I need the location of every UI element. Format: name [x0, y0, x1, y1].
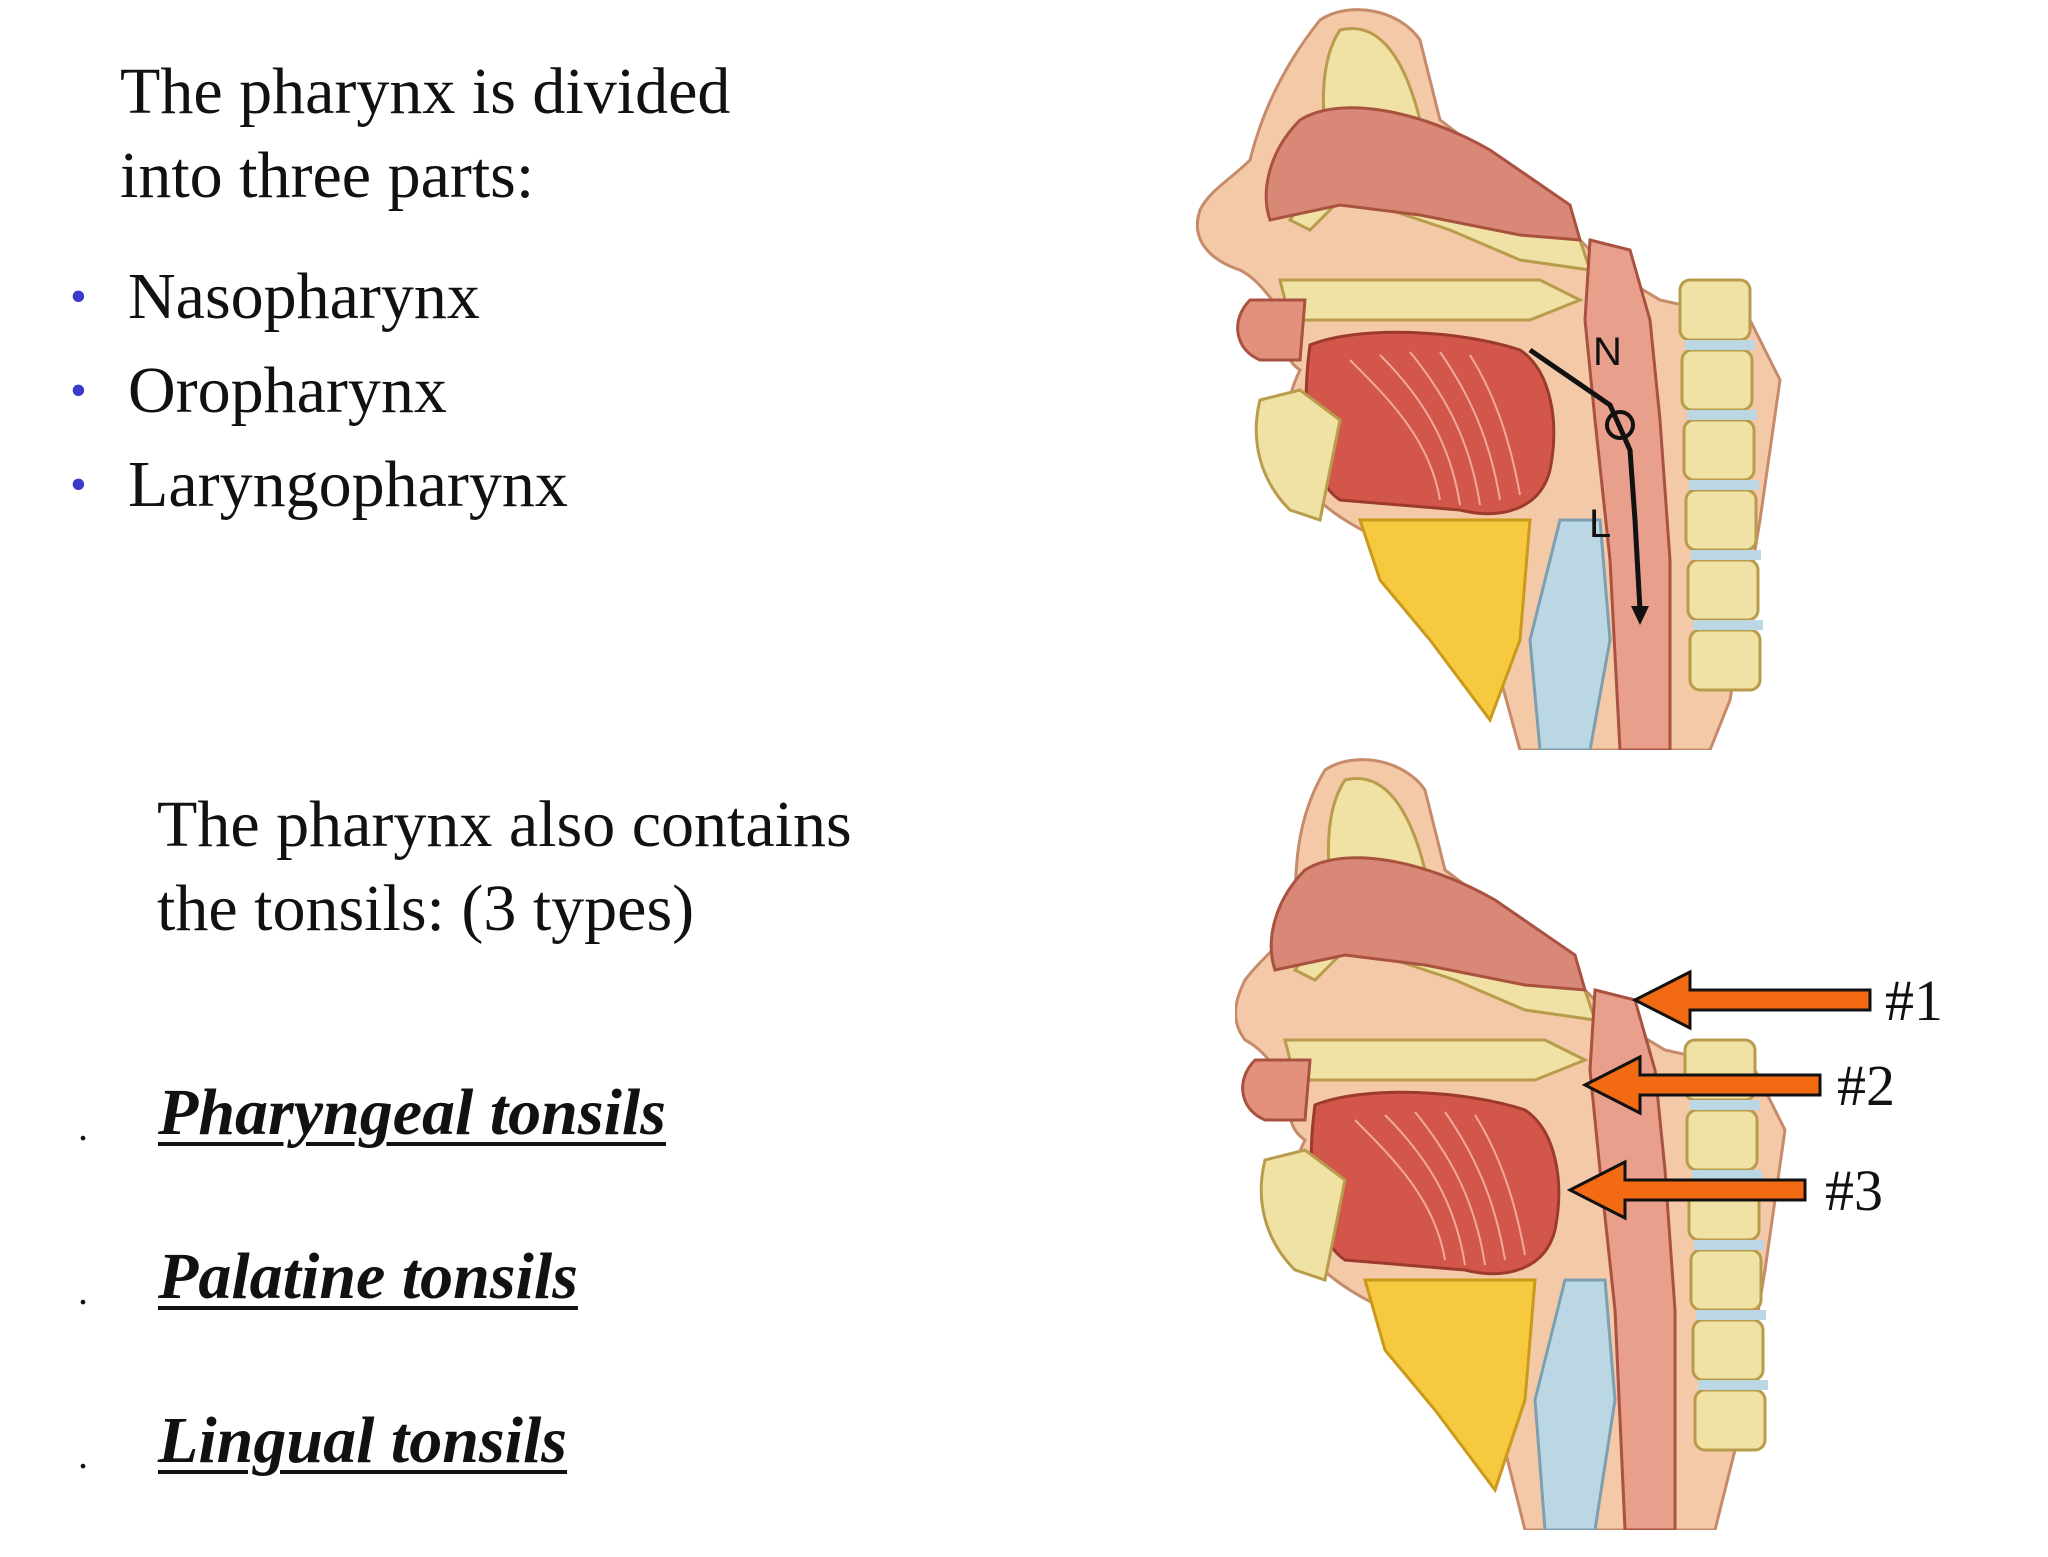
arrow-head-icon — [1631, 606, 1649, 625]
tongue — [1304, 330, 1556, 516]
lips — [1236, 298, 1307, 362]
head-section-illustration — [1195, 8, 1782, 750]
arrow-label-3: #3 — [1825, 1158, 1883, 1223]
arrow-labels: #1 #2 #3 — [1825, 968, 1943, 1223]
arrow-2-icon — [1581, 1054, 1822, 1116]
mandible — [1259, 1148, 1347, 1282]
part-label-nasopharynx: Nasopharynx — [128, 260, 480, 333]
lips — [1241, 1058, 1312, 1122]
arrow-label-1: #1 — [1885, 968, 1943, 1033]
part-label-oropharynx: Oropharynx — [128, 354, 447, 427]
tongue-fibers — [1349, 351, 1521, 506]
neck-fat — [1363, 1278, 1537, 1494]
list-item: . Palatine tonsils — [78, 1229, 666, 1393]
nasal-cavity — [1269, 856, 1588, 992]
pharynx-tube — [1583, 238, 1672, 750]
part-label-laryngopharynx: Laryngopharynx — [128, 448, 568, 521]
arrow-1-icon — [1631, 969, 1872, 1031]
larynx — [1528, 518, 1612, 750]
nasal-cavity — [1264, 106, 1583, 242]
tonsils-intro-line-2: the tonsils: (3 types) — [157, 872, 695, 945]
tonsil-name-lingual: Lingual tonsils — [158, 1404, 567, 1477]
tonsils-intro-text: The pharynx also contains the tonsils: (… — [157, 783, 852, 951]
tongue-fibers — [1354, 1111, 1526, 1266]
pharynx-path-indicator — [1528, 347, 1649, 625]
hard-palate — [1283, 1038, 1589, 1082]
tonsil-name-palatine: Palatine tonsils — [158, 1240, 578, 1313]
pharynx-path-line — [1528, 347, 1643, 611]
tonsil-types-list: . Pharyngeal tonsils . Palatine tonsils . L… — [78, 1065, 666, 1557]
intro-line-2: into three parts: — [120, 139, 535, 212]
bullet-icon: • — [70, 364, 87, 417]
pharynx-regions-diagram: N L O — [1195, 8, 1782, 750]
hard-palate — [1278, 278, 1584, 322]
tongue — [1309, 1090, 1561, 1276]
arrow-label-2: #2 — [1837, 1053, 1895, 1118]
larynx — [1533, 1278, 1617, 1530]
tonsils-diagram — [1235, 758, 1872, 1530]
label-l: L — [1589, 502, 1611, 546]
arrow-3-icon — [1566, 1159, 1807, 1221]
list-item: . Lingual tonsils — [78, 1393, 666, 1557]
o-marker-icon — [1605, 410, 1635, 440]
pharynx-tube — [1588, 988, 1677, 1530]
neck-fat — [1357, 518, 1532, 724]
bullet-icon: • — [70, 458, 87, 511]
pharynx-parts-list: • Nasopharynx • Oropharynx • Laryngopharynx — [70, 250, 568, 532]
list-dot-icon: . — [78, 1432, 88, 1477]
list-dot-icon: . — [78, 1104, 88, 1149]
vertebral-column — [1678, 278, 1763, 692]
intro-text: The pharynx is divided into three parts: — [120, 50, 730, 218]
intro-line-1: The pharynx is divided — [120, 55, 731, 128]
mandible — [1254, 388, 1342, 522]
tonsil-name-pharyngeal: Pharyngeal tonsils — [158, 1076, 666, 1149]
list-dot-icon: . — [78, 1268, 88, 1313]
label-n: N — [1593, 330, 1622, 374]
list-item: • Laryngopharynx — [70, 438, 568, 532]
list-item: • Nasopharynx — [70, 250, 568, 344]
list-item: . Pharyngeal tonsils — [78, 1065, 666, 1229]
tonsils-intro-line-1: The pharynx also contains — [157, 788, 852, 861]
head-section-illustration — [1235, 758, 1787, 1530]
bullet-icon: • — [70, 270, 87, 323]
list-item: • Oropharynx — [70, 344, 568, 438]
